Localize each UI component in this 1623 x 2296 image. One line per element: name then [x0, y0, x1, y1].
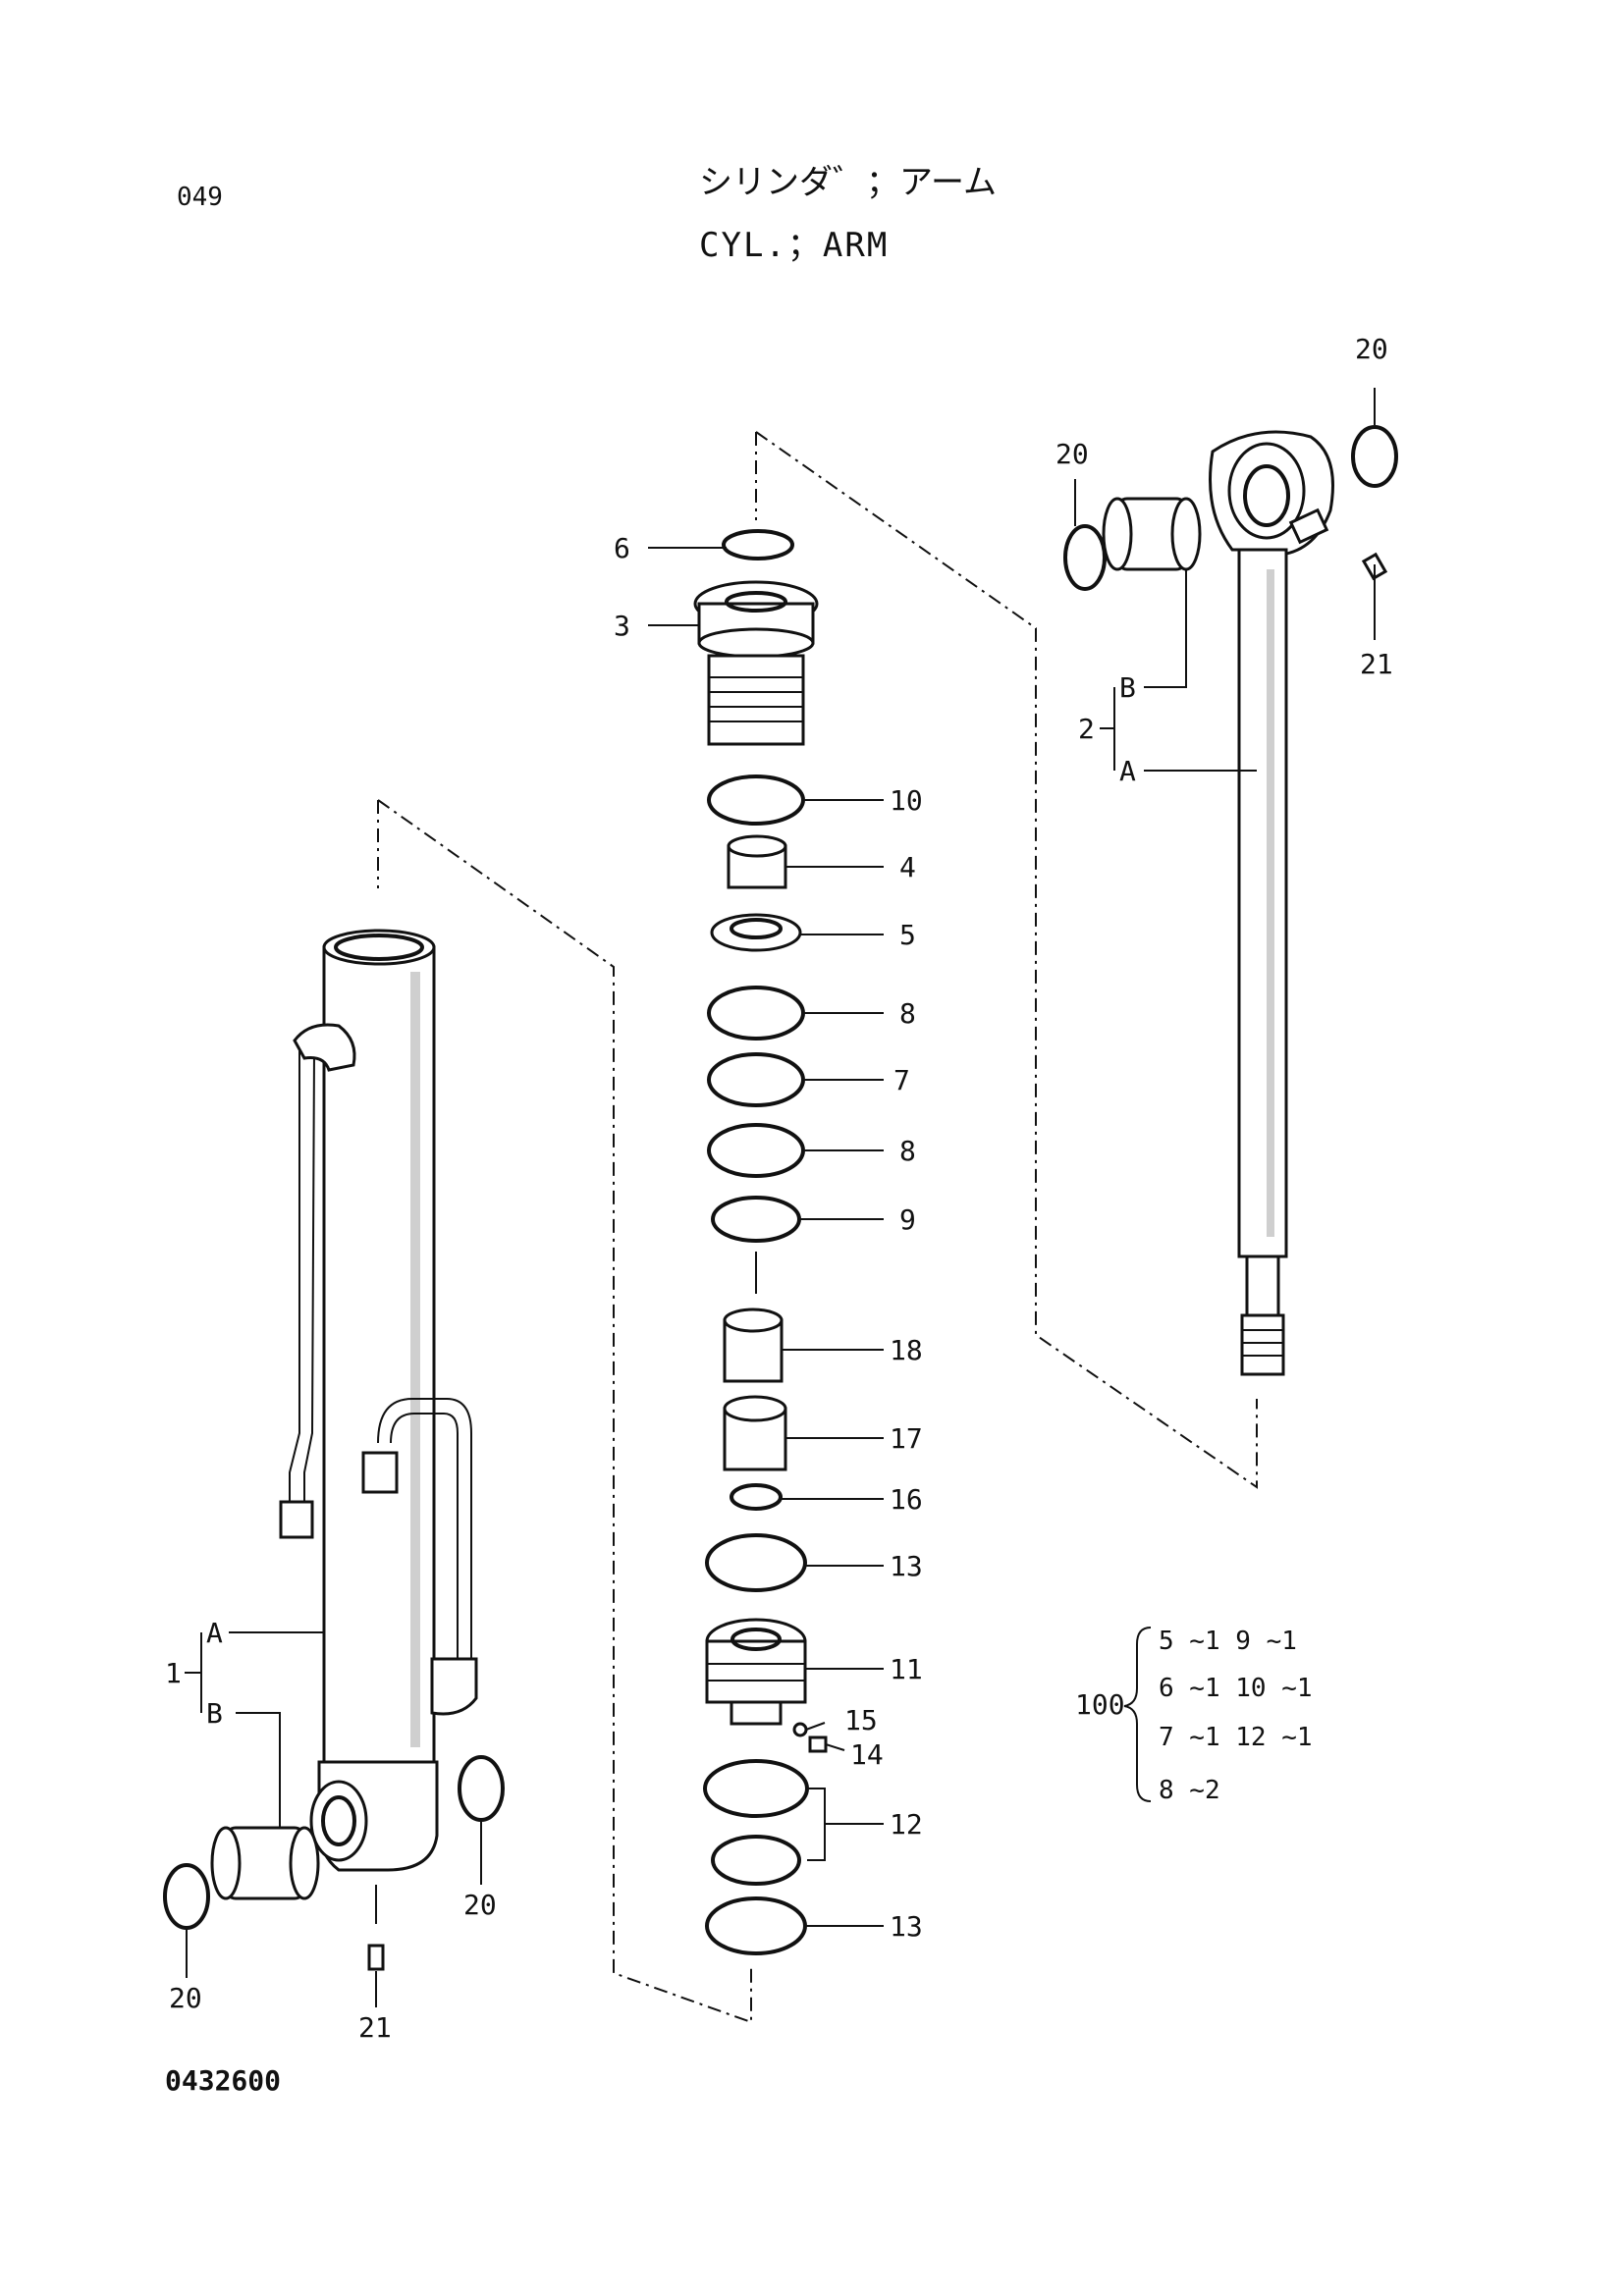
seal-kit-row-3: 7 ~1 12 ~1 [1159, 1723, 1313, 1752]
callout-17: 17 [890, 1422, 923, 1455]
callout-1a: A [206, 1617, 223, 1649]
callout-13-lower: 13 [890, 1910, 923, 1943]
callout-4: 4 [899, 851, 916, 883]
callout-1b: B [206, 1697, 223, 1730]
seal-kit-callout: 100 5 ~1 9 ~1 6 ~1 10 ~1 7 ~1 12 ~1 8 ~2 [1075, 1627, 1313, 1805]
callout-14: 14 [850, 1738, 884, 1771]
callout-5: 5 [899, 919, 916, 951]
callout-10: 10 [890, 784, 923, 817]
piston-11 [705, 1618, 807, 1726]
callout-18: 18 [890, 1334, 923, 1366]
leader-lines [185, 388, 1376, 2007]
cylinder-tube [279, 929, 478, 1872]
callout-9: 9 [899, 1203, 916, 1236]
rod-seal-7 [707, 1052, 805, 1107]
ring-16 [730, 1483, 783, 1511]
page-code: 049 [177, 183, 223, 212]
wear-ring-13a [705, 1533, 807, 1592]
assembly-guide-lines [375, 431, 1258, 2024]
seal-ring-12 [703, 1759, 809, 1886]
piston-rod [1209, 430, 1334, 1376]
callout-1: 1 [165, 1657, 182, 1689]
callout-2b: B [1119, 671, 1136, 704]
callout-labels: 6 3 10 4 5 8 7 8 9 18 17 16 13 11 15 14 … [165, 333, 1393, 2044]
o-ring-9 [711, 1196, 801, 1243]
drawing-number: 0432600 [165, 2064, 282, 2097]
callout-15: 15 [844, 1704, 878, 1736]
set-screw-14 [808, 1735, 828, 1753]
title-english: CYL.；ARM [699, 226, 890, 265]
callout-20-rod-right: 20 [1355, 333, 1388, 365]
bushing-tube [210, 1826, 320, 1900]
callout-2a: A [1119, 755, 1136, 787]
cushion-ring-17 [723, 1395, 787, 1471]
wiper-ring-6 [722, 529, 794, 561]
backup-ring-8b [707, 1123, 805, 1178]
seal-kit-row-2: 6 ~1 10 ~1 [1159, 1674, 1313, 1703]
callout-8-upper: 8 [899, 997, 916, 1030]
seal-kit-row-1: 5 ~1 9 ~1 [1159, 1627, 1297, 1656]
callout-2: 2 [1078, 713, 1095, 745]
seal-kit-number: 100 [1075, 1688, 1125, 1721]
steel-ball-15 [792, 1722, 808, 1737]
backup-ring-8a [707, 986, 805, 1041]
callout-12: 12 [890, 1808, 923, 1841]
callout-20-tube-right: 20 [463, 1889, 497, 1921]
buffer-ring-5 [710, 913, 802, 952]
callout-21-tube: 21 [358, 2011, 392, 2044]
callout-20-tube-left: 20 [169, 1982, 202, 2014]
cushion-bearing-18 [723, 1308, 784, 1383]
seal-kit-row-4: 8 ~2 [1159, 1776, 1220, 1805]
callout-16: 16 [890, 1483, 923, 1516]
callout-6: 6 [614, 532, 630, 564]
o-ring-10 [707, 774, 805, 826]
rod-cover [693, 580, 819, 746]
wear-ring-13b [705, 1896, 807, 1955]
bushing-rod [1102, 497, 1202, 571]
title-japanese: シリンダ゛；アーム [699, 163, 997, 202]
callout-11: 11 [890, 1653, 923, 1685]
callout-20-rod-left: 20 [1055, 438, 1089, 470]
callout-7: 7 [893, 1064, 910, 1096]
bushing-4 [727, 834, 787, 889]
callout-13-upper: 13 [890, 1550, 923, 1582]
callout-3: 3 [614, 610, 630, 642]
callout-8-lower: 8 [899, 1135, 916, 1167]
callout-21-rod: 21 [1360, 648, 1393, 680]
